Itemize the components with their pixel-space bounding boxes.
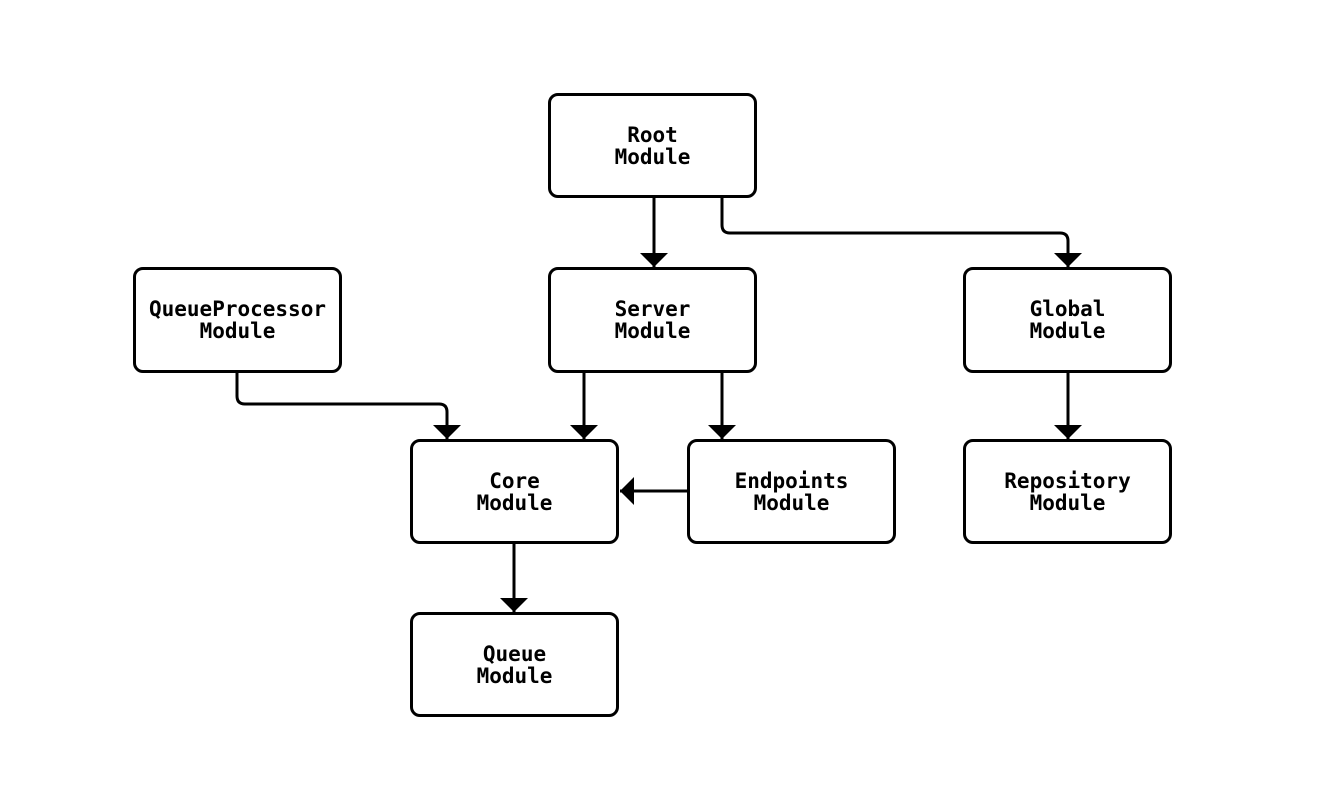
- node-label-line1: Server: [614, 297, 691, 321]
- node-server-module: Server Module: [548, 267, 757, 373]
- node-label-line1: QueueProcessor: [148, 297, 326, 321]
- node-label-line1: Global: [1029, 297, 1106, 321]
- node-core-module: Core Module: [410, 439, 619, 544]
- edge-root-to-global: [720, 198, 1082, 267]
- node-label-line1: Core: [489, 468, 540, 493]
- node-endpoints-module: Endpoints Module: [687, 439, 896, 544]
- edge-queueprocessor-to-core: [235, 373, 461, 439]
- node-root-module: Root Module: [548, 93, 757, 198]
- node-label-line1: Queue: [482, 641, 547, 666]
- node-queue-module: Queue Module: [410, 612, 619, 717]
- node-global-module: Global Module: [963, 267, 1172, 373]
- node-label-line1: Root: [627, 122, 678, 147]
- node-label-line2: Module: [614, 319, 691, 343]
- node-repository-module: Repository Module: [963, 439, 1172, 544]
- node-label-line1: Endpoints: [734, 468, 849, 493]
- node-label-line2: Module: [753, 490, 830, 515]
- node-label-line2: Module: [476, 663, 553, 688]
- node-queueprocessor-module: QueueProcessor Module: [133, 267, 342, 373]
- node-label-line2: Module: [1029, 490, 1106, 515]
- node-label-line2: Module: [614, 144, 691, 169]
- node-label-line2: Module: [1029, 319, 1106, 343]
- node-label-line2: Module: [476, 490, 553, 515]
- node-label-line2: Module: [199, 319, 276, 343]
- node-label-line1: Repository: [1004, 468, 1131, 493]
